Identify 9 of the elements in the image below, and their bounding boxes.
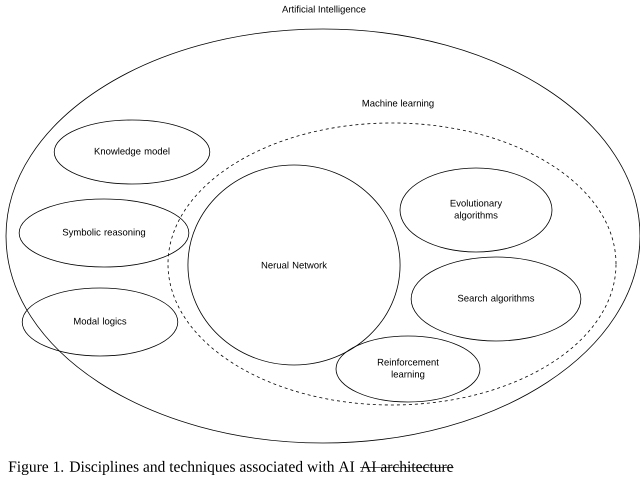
ellipse-node: Search algorithms — [410, 256, 582, 342]
ellipse-node: Modal logics — [22, 288, 178, 356]
ellipse-node: Knowledge model — [54, 120, 210, 184]
node-label: Artificial Intelligence — [282, 6, 366, 14]
ellipse-node: Symbolic reasoning — [18, 198, 190, 268]
ellipse-node: Reinforcement learning — [336, 336, 480, 402]
node-label: Machine learning — [362, 100, 434, 108]
ellipse-node: Evolutionary algorithms — [400, 168, 552, 252]
caption: Figure 1. Disciplines and techniques associated with AI — [8, 460, 354, 476]
